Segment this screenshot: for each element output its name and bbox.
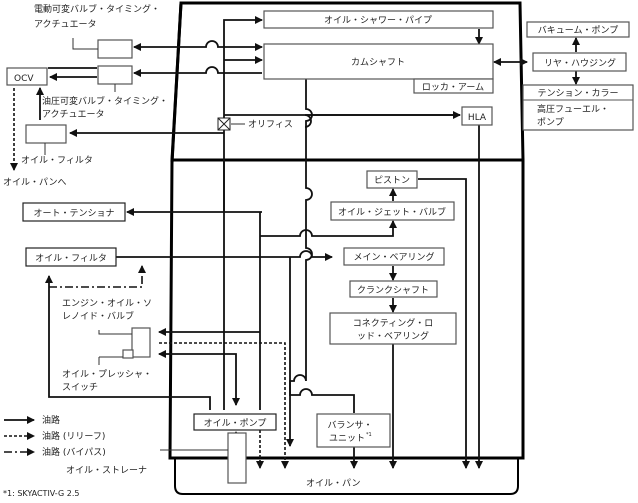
camshaft-box xyxy=(263,43,494,80)
tension-collar-label: テンション・カラー xyxy=(537,88,618,99)
legend-dotted-label: 油路 (リリーフ) xyxy=(42,430,105,442)
main-bearing-box xyxy=(343,247,445,266)
footnote: *1: SKYACTIV-G 2.5 xyxy=(3,489,79,498)
oil-pan-label: オイル・パン xyxy=(306,478,360,489)
oil-filter-upper-label: オイル・フィルタ xyxy=(21,155,93,166)
balancer-unit-box xyxy=(316,413,391,448)
hp-fuel-pump-label-2: ポンプ xyxy=(537,117,564,128)
ocv-box xyxy=(6,67,48,86)
balancer-unit-label-1: バランサ・ xyxy=(327,420,372,431)
oil-pump-box xyxy=(193,413,277,431)
hydraulic-vvt-actuator-label-1: 油圧可変バルブ・タイミング・ xyxy=(42,95,168,107)
camshaft-label: カムシャフト xyxy=(351,57,405,68)
conrod-bearing-label-2: ッド・ベアリング xyxy=(357,330,429,342)
oil-filter-lower-label: オイル・フィルタ xyxy=(35,253,107,264)
rocker-arm-box xyxy=(413,78,494,94)
pressure-switch-box xyxy=(122,349,134,359)
balancer-unit-label-2: ユニット xyxy=(329,434,365,444)
solenoid-valve-label-1: エンジン・オイル・ソ xyxy=(62,298,152,309)
tension-collar-hp-fuel-pump-box xyxy=(522,84,634,131)
flow-to-shower-pipe xyxy=(223,16,263,410)
electric-vvt-actuator-box xyxy=(97,39,133,59)
oil-shower-pipe-box xyxy=(263,10,494,29)
electric-vvt-actuator-label-1: 電動可変バルブ・タイミング・ xyxy=(34,3,160,15)
oil-filter-lower-box xyxy=(25,247,117,267)
rocker-arm-label: ロッカ・アーム xyxy=(422,82,484,93)
piston-box xyxy=(366,170,418,189)
rear-housing-box xyxy=(532,52,627,72)
auto-tensioner-box xyxy=(22,202,126,222)
oil-pan-outline xyxy=(174,458,519,495)
hp-fuel-pump-label-1: 高圧フューエル・ xyxy=(537,103,609,115)
oil-jet-valve-box xyxy=(330,201,455,221)
crankshaft-box xyxy=(349,280,438,298)
solenoid-valve-box xyxy=(131,327,151,358)
oil-flow-lines xyxy=(36,16,580,483)
oil-pump-label: オイル・ポンプ xyxy=(204,418,267,429)
legend-solid-label: 油路 xyxy=(42,414,60,426)
camshaft-drain xyxy=(286,78,313,447)
bypass-flow-lines xyxy=(49,265,146,288)
pressure-switch-label-2: スイッチ xyxy=(62,382,98,393)
hydraulic-vvt-actuator-label-2: アクチュエータ xyxy=(42,109,105,120)
hla-label: HLA xyxy=(468,113,487,123)
rear-housing-label: リヤ・ハウジング xyxy=(544,57,616,69)
main-bearing-label: メイン・ベアリング xyxy=(353,251,434,263)
oil-shower-pipe-label: オイル・シャワー・パイプ xyxy=(324,15,432,26)
hla-box xyxy=(461,106,493,126)
relief-flow-lines xyxy=(10,88,289,469)
conrod-bearing-box xyxy=(329,312,457,345)
crankshaft-label: クランクシャフト xyxy=(357,285,429,296)
balancer-note-mark: *1 xyxy=(366,432,372,438)
to-oil-pan-label: オイル・パンへ xyxy=(3,177,66,188)
auto-tensioner-label: オート・テンショナ xyxy=(33,208,114,219)
hydraulic-vvt-actuator-box xyxy=(97,65,133,85)
oil-filter-upper-box xyxy=(25,124,67,144)
vacuum-pump-label: バキューム・ポンプ xyxy=(538,25,618,36)
piston-label: ピストン xyxy=(374,175,410,186)
oil-strainer-body xyxy=(227,432,247,484)
pressure-switch-label-1: オイル・プレッシャ・ xyxy=(62,369,152,380)
oil-jet-valve-label: オイル・ジェット・バルブ xyxy=(338,206,446,218)
conrod-bearing-label-1: コネクティング・ロ xyxy=(353,317,433,329)
solenoid-valve-label-2: レノイド・バルブ xyxy=(62,310,134,322)
orifice-icon xyxy=(217,117,231,131)
orifice-label: オリフィス xyxy=(248,119,293,130)
legend-dashdot-label: 油路 (バイパス) xyxy=(42,446,106,458)
vacuum-pump-box xyxy=(526,21,630,38)
legend: 油路 油路 (リリーフ) 油路 (バイパス) xyxy=(4,414,106,458)
oil-strainer-label: オイル・ストレーナ xyxy=(66,465,147,476)
ocv-label: OCV xyxy=(14,74,34,84)
electric-vvt-actuator-label-2: アクチュエータ xyxy=(34,19,97,30)
